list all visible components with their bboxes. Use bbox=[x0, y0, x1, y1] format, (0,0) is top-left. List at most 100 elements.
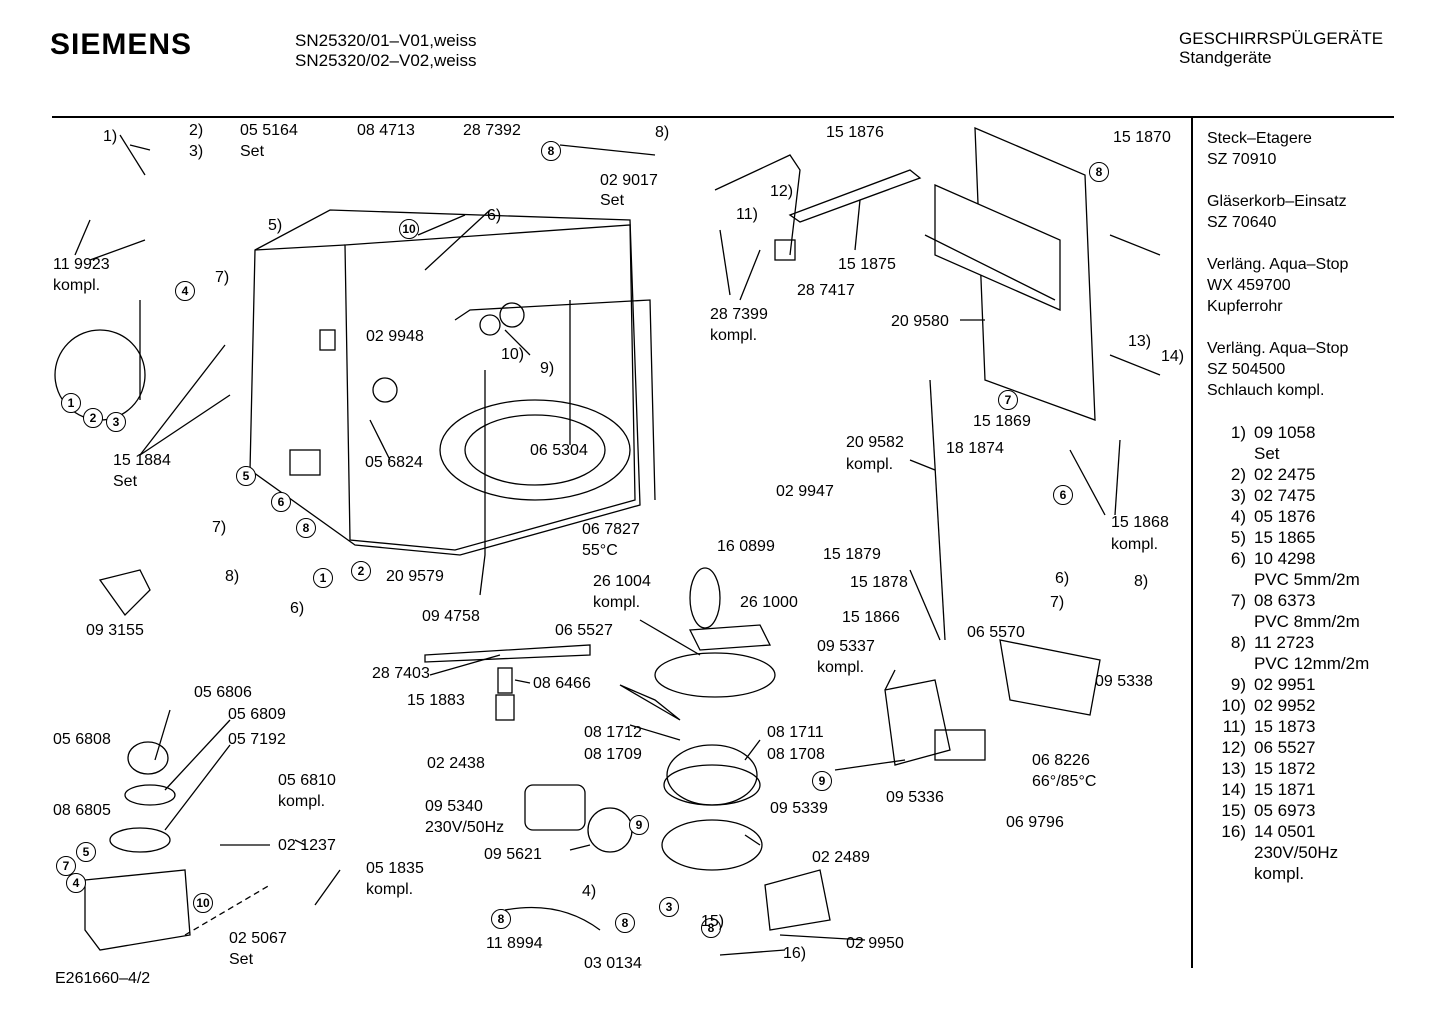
callout-4: 4 bbox=[175, 281, 195, 301]
legend-value: 05 6973 bbox=[1254, 801, 1316, 820]
legend-number: 13) bbox=[1221, 759, 1246, 778]
part-label: 8) bbox=[1134, 573, 1149, 590]
legend-value: 02 9951 bbox=[1254, 675, 1316, 694]
part-label: 6) bbox=[290, 600, 305, 617]
accessory-item: Verläng. Aqua–Stop WX 459700 Kupferrohr bbox=[1207, 256, 1349, 315]
part-label: 9) bbox=[540, 360, 555, 377]
part-label: 20 9579 bbox=[386, 568, 444, 585]
callout-5: 5 bbox=[236, 466, 256, 486]
legend-number: 6) bbox=[1230, 549, 1246, 568]
callout-7b: 7 bbox=[56, 856, 76, 876]
legend-number: 10) bbox=[1221, 696, 1246, 715]
legend-value: PVC 8mm/2m bbox=[1254, 612, 1360, 631]
part-label: 09 3155 bbox=[86, 622, 144, 639]
legend-value: 14 0501 bbox=[1254, 822, 1316, 841]
part-label: 08 1711 bbox=[767, 724, 824, 741]
part-label: 05 6806 bbox=[194, 684, 252, 701]
part-label: 230V/50Hz bbox=[425, 819, 505, 836]
part-label: kompl. bbox=[53, 277, 101, 294]
legend-row: 14)15 1871 bbox=[1214, 779, 1369, 800]
legend-row: 4)05 1876 bbox=[1214, 506, 1369, 527]
legend-number: 16) bbox=[1221, 822, 1246, 841]
legend-row: Set bbox=[1214, 443, 1369, 464]
legend-row: 9)02 9951 bbox=[1214, 674, 1369, 695]
legend-row: 16) 14 0501 bbox=[1214, 821, 1369, 842]
part-label: 15 1866 bbox=[842, 609, 900, 626]
upper-spray-arm-drawing bbox=[714, 154, 922, 261]
part-label: 28 7417 bbox=[797, 282, 855, 299]
category-subtitle: Standgeräte bbox=[1179, 48, 1272, 67]
part-label: 02 9950 bbox=[846, 935, 904, 952]
part-label: 05 6824 bbox=[365, 454, 423, 471]
part-label: 4) bbox=[582, 883, 597, 900]
part-label: 08 1709 bbox=[584, 746, 642, 763]
part-label: 2) bbox=[189, 122, 204, 139]
part-label: 03 0134 bbox=[584, 955, 642, 972]
model-1: SN25320/01–V01,weiss bbox=[295, 31, 477, 50]
side-divider bbox=[1191, 118, 1193, 968]
part-label: kompl. bbox=[278, 793, 326, 810]
part-label: 05 5164 bbox=[240, 122, 298, 139]
legend-number: 11) bbox=[1222, 717, 1246, 736]
part-label: 8) bbox=[655, 124, 670, 141]
part-label: 09 5340 bbox=[425, 798, 483, 815]
part-label: 66°/85°C bbox=[1032, 773, 1097, 790]
part-label: 02 9017 bbox=[600, 172, 658, 189]
legend-value: 02 9952 bbox=[1254, 696, 1316, 715]
part-label: 09 5339 bbox=[770, 800, 828, 817]
part-label: 02 2438 bbox=[427, 755, 485, 772]
accessory-item: Verläng. Aqua–Stop SZ 504500 Schlauch ko… bbox=[1207, 340, 1349, 399]
part-label: 09 4758 bbox=[422, 608, 480, 625]
part-label: 16) bbox=[783, 945, 807, 962]
legend-number: 3) bbox=[1230, 486, 1246, 505]
callout-8f: 8 bbox=[701, 918, 721, 938]
callout-6: 6 bbox=[271, 492, 291, 512]
callout-8e: 8 bbox=[615, 913, 635, 933]
part-label: 28 7392 bbox=[463, 122, 521, 139]
legend-row: 6)10 4298 bbox=[1214, 548, 1369, 569]
legend-value: 15 1872 bbox=[1254, 759, 1316, 778]
part-label: 28 7403 bbox=[372, 665, 430, 682]
part-label: 08 4713 bbox=[357, 122, 415, 139]
callout-2b: 2 bbox=[351, 561, 371, 581]
legend-number: 7) bbox=[1230, 591, 1246, 610]
part-label: 02 5067 bbox=[229, 930, 287, 947]
part-label: Set bbox=[229, 951, 254, 968]
part-label: 15 1884 bbox=[113, 452, 171, 469]
legend-number: 12) bbox=[1221, 738, 1246, 757]
legend-number: 1) bbox=[1230, 423, 1246, 442]
part-label: 15 1878 bbox=[850, 574, 908, 591]
callout-1: 1 bbox=[61, 393, 81, 413]
legend-number: 2) bbox=[1230, 465, 1246, 484]
legend-row: 1) 09 1058 bbox=[1214, 422, 1369, 443]
part-label: 16 0899 bbox=[717, 538, 775, 555]
part-label: Set bbox=[113, 473, 138, 490]
callout-3: 3 bbox=[106, 412, 126, 432]
part-label: kompl. bbox=[817, 659, 865, 676]
callout-8c: 8 bbox=[1089, 162, 1109, 182]
brand-logo: SIEMENS bbox=[50, 28, 193, 61]
legend-value: 09 1058 bbox=[1254, 423, 1316, 442]
part-label: kompl. bbox=[846, 456, 894, 473]
part-label: kompl. bbox=[593, 594, 641, 611]
part-label: 15 1879 bbox=[823, 546, 881, 563]
part-label: 11) bbox=[736, 206, 758, 223]
callout-8: 8 bbox=[541, 141, 561, 161]
header-divider bbox=[52, 116, 1394, 118]
part-label: 26 1004 bbox=[593, 573, 651, 590]
legend-value: 06 5527 bbox=[1254, 738, 1316, 757]
part-label: 09 5337 bbox=[817, 638, 875, 655]
callout-8d: 8 bbox=[491, 909, 511, 929]
legend-number: 14) bbox=[1221, 780, 1246, 799]
part-label: 7) bbox=[1050, 594, 1065, 611]
legend-value: 11 2723 bbox=[1254, 633, 1315, 652]
part-label: 08 6466 bbox=[533, 675, 591, 692]
part-label: 05 6809 bbox=[228, 706, 286, 723]
legend-value: kompl. bbox=[1254, 864, 1305, 883]
legend-row: 12) 06 5527 bbox=[1214, 737, 1369, 758]
part-label: 06 8226 bbox=[1032, 752, 1090, 769]
legend-value: Set bbox=[1254, 444, 1280, 463]
legend-row: 2)02 2475 bbox=[1214, 464, 1369, 485]
callout-8b: 8 bbox=[296, 518, 316, 538]
legend-row: 11)15 1873 bbox=[1214, 716, 1369, 737]
